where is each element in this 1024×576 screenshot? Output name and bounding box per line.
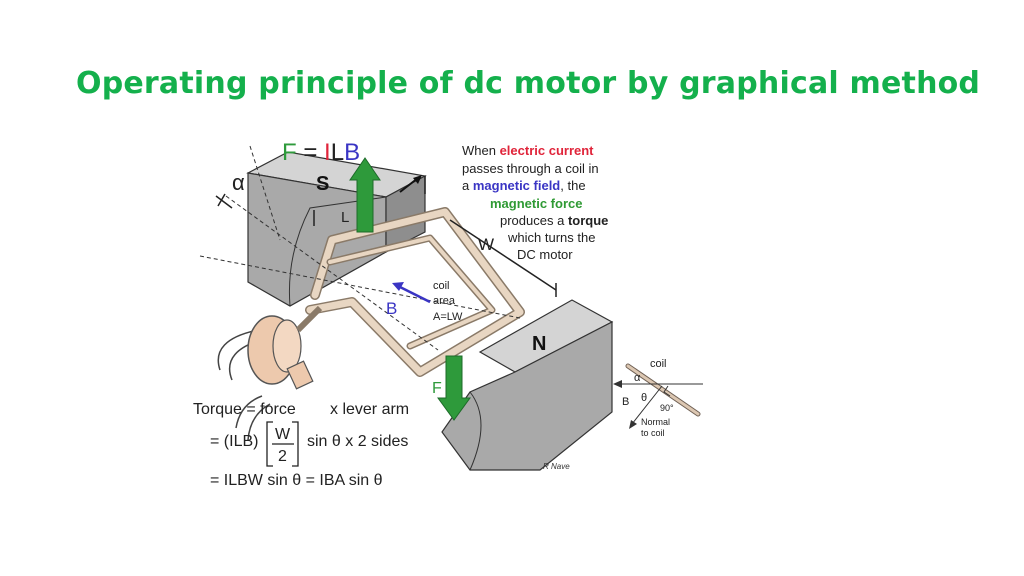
inset-ninety: 90°	[660, 403, 674, 413]
force-formula: F = ILB	[282, 139, 360, 166]
svg-text:produces a torque: produces a torque	[500, 213, 608, 228]
credit-label: R Nave	[543, 462, 570, 471]
torque-line-1b: x lever arm	[330, 401, 409, 418]
field-b-label: B	[386, 299, 397, 318]
desc-a: a	[462, 178, 473, 193]
inset-b-label: B	[622, 396, 629, 408]
formula-f: F	[282, 139, 297, 166]
formula-i: I	[324, 139, 331, 166]
inset-alpha: α	[634, 372, 641, 384]
angle-inset: coil α B θ 90° Normal to coil	[613, 358, 703, 438]
alpha-label: α	[232, 170, 245, 195]
width-label: W	[478, 235, 494, 254]
inset-normal-2: to coil	[641, 428, 665, 438]
desc-line-7: DC motor	[517, 247, 573, 262]
desc-electric-current: electric current	[500, 143, 595, 158]
coil-area-line-3: A=LW	[433, 311, 463, 323]
formula-eq: =	[297, 139, 324, 166]
torque-line-3: = ILBW sin θ = IBA sin θ	[210, 472, 383, 489]
north-pole-magnet	[441, 299, 614, 471]
desc-magnetic-field: magnetic field	[473, 178, 560, 193]
torque-equations: Torque = force x lever arm = (ILB) W 2 s…	[193, 401, 409, 489]
current-arrow	[399, 175, 422, 193]
formula-b: B	[344, 139, 360, 166]
torque-line-2a: = (ILB)	[210, 433, 258, 450]
formula-l: L	[331, 139, 344, 166]
length-label: L	[341, 209, 349, 226]
desc-line-2: passes through a coil in	[462, 161, 599, 176]
svg-text:When electric current: When electric current	[462, 143, 594, 158]
north-pole-label: N	[532, 333, 546, 355]
inset-theta: θ	[641, 392, 647, 404]
desc-when: When	[462, 143, 500, 158]
force-arrow-up	[349, 157, 381, 233]
coil-loop	[305, 207, 525, 377]
torque-line-2b: sin θ x 2 sides	[307, 433, 408, 450]
coil-area-label: coil area A=LW	[433, 280, 463, 323]
torque-line-1a: Torque = force	[193, 401, 296, 418]
inset-normal-1: Normal	[641, 417, 670, 427]
torque-fraction-den: 2	[278, 448, 287, 465]
magnetic-field-arrow	[392, 282, 431, 304]
slide-title: Operating principle of dc motor by graph…	[76, 66, 981, 101]
desc-magnetic-force: magnetic force	[490, 196, 582, 211]
force-arrow-down	[437, 355, 471, 421]
desc-torque: torque	[568, 213, 608, 228]
coil-area-line-2: area	[433, 295, 456, 307]
description-text: When electric current passes through a c…	[462, 143, 608, 262]
coil-area-line-1: coil	[433, 280, 450, 292]
inset-coil-label: coil	[650, 358, 667, 370]
south-pole-magnet	[246, 151, 427, 307]
south-pole-label: S	[316, 173, 329, 195]
torque-fraction-num: W	[275, 426, 291, 443]
desc-produces: produces a	[500, 213, 568, 228]
force-f-label: F	[432, 380, 442, 397]
desc-the: , the	[560, 178, 585, 193]
svg-text:a magnetic field, the: a magnetic field, the	[462, 178, 586, 193]
desc-line-6: which turns the	[507, 230, 595, 245]
dimension-markers	[215, 176, 557, 297]
commutator	[217, 305, 323, 441]
rotation-axes	[199, 145, 521, 351]
